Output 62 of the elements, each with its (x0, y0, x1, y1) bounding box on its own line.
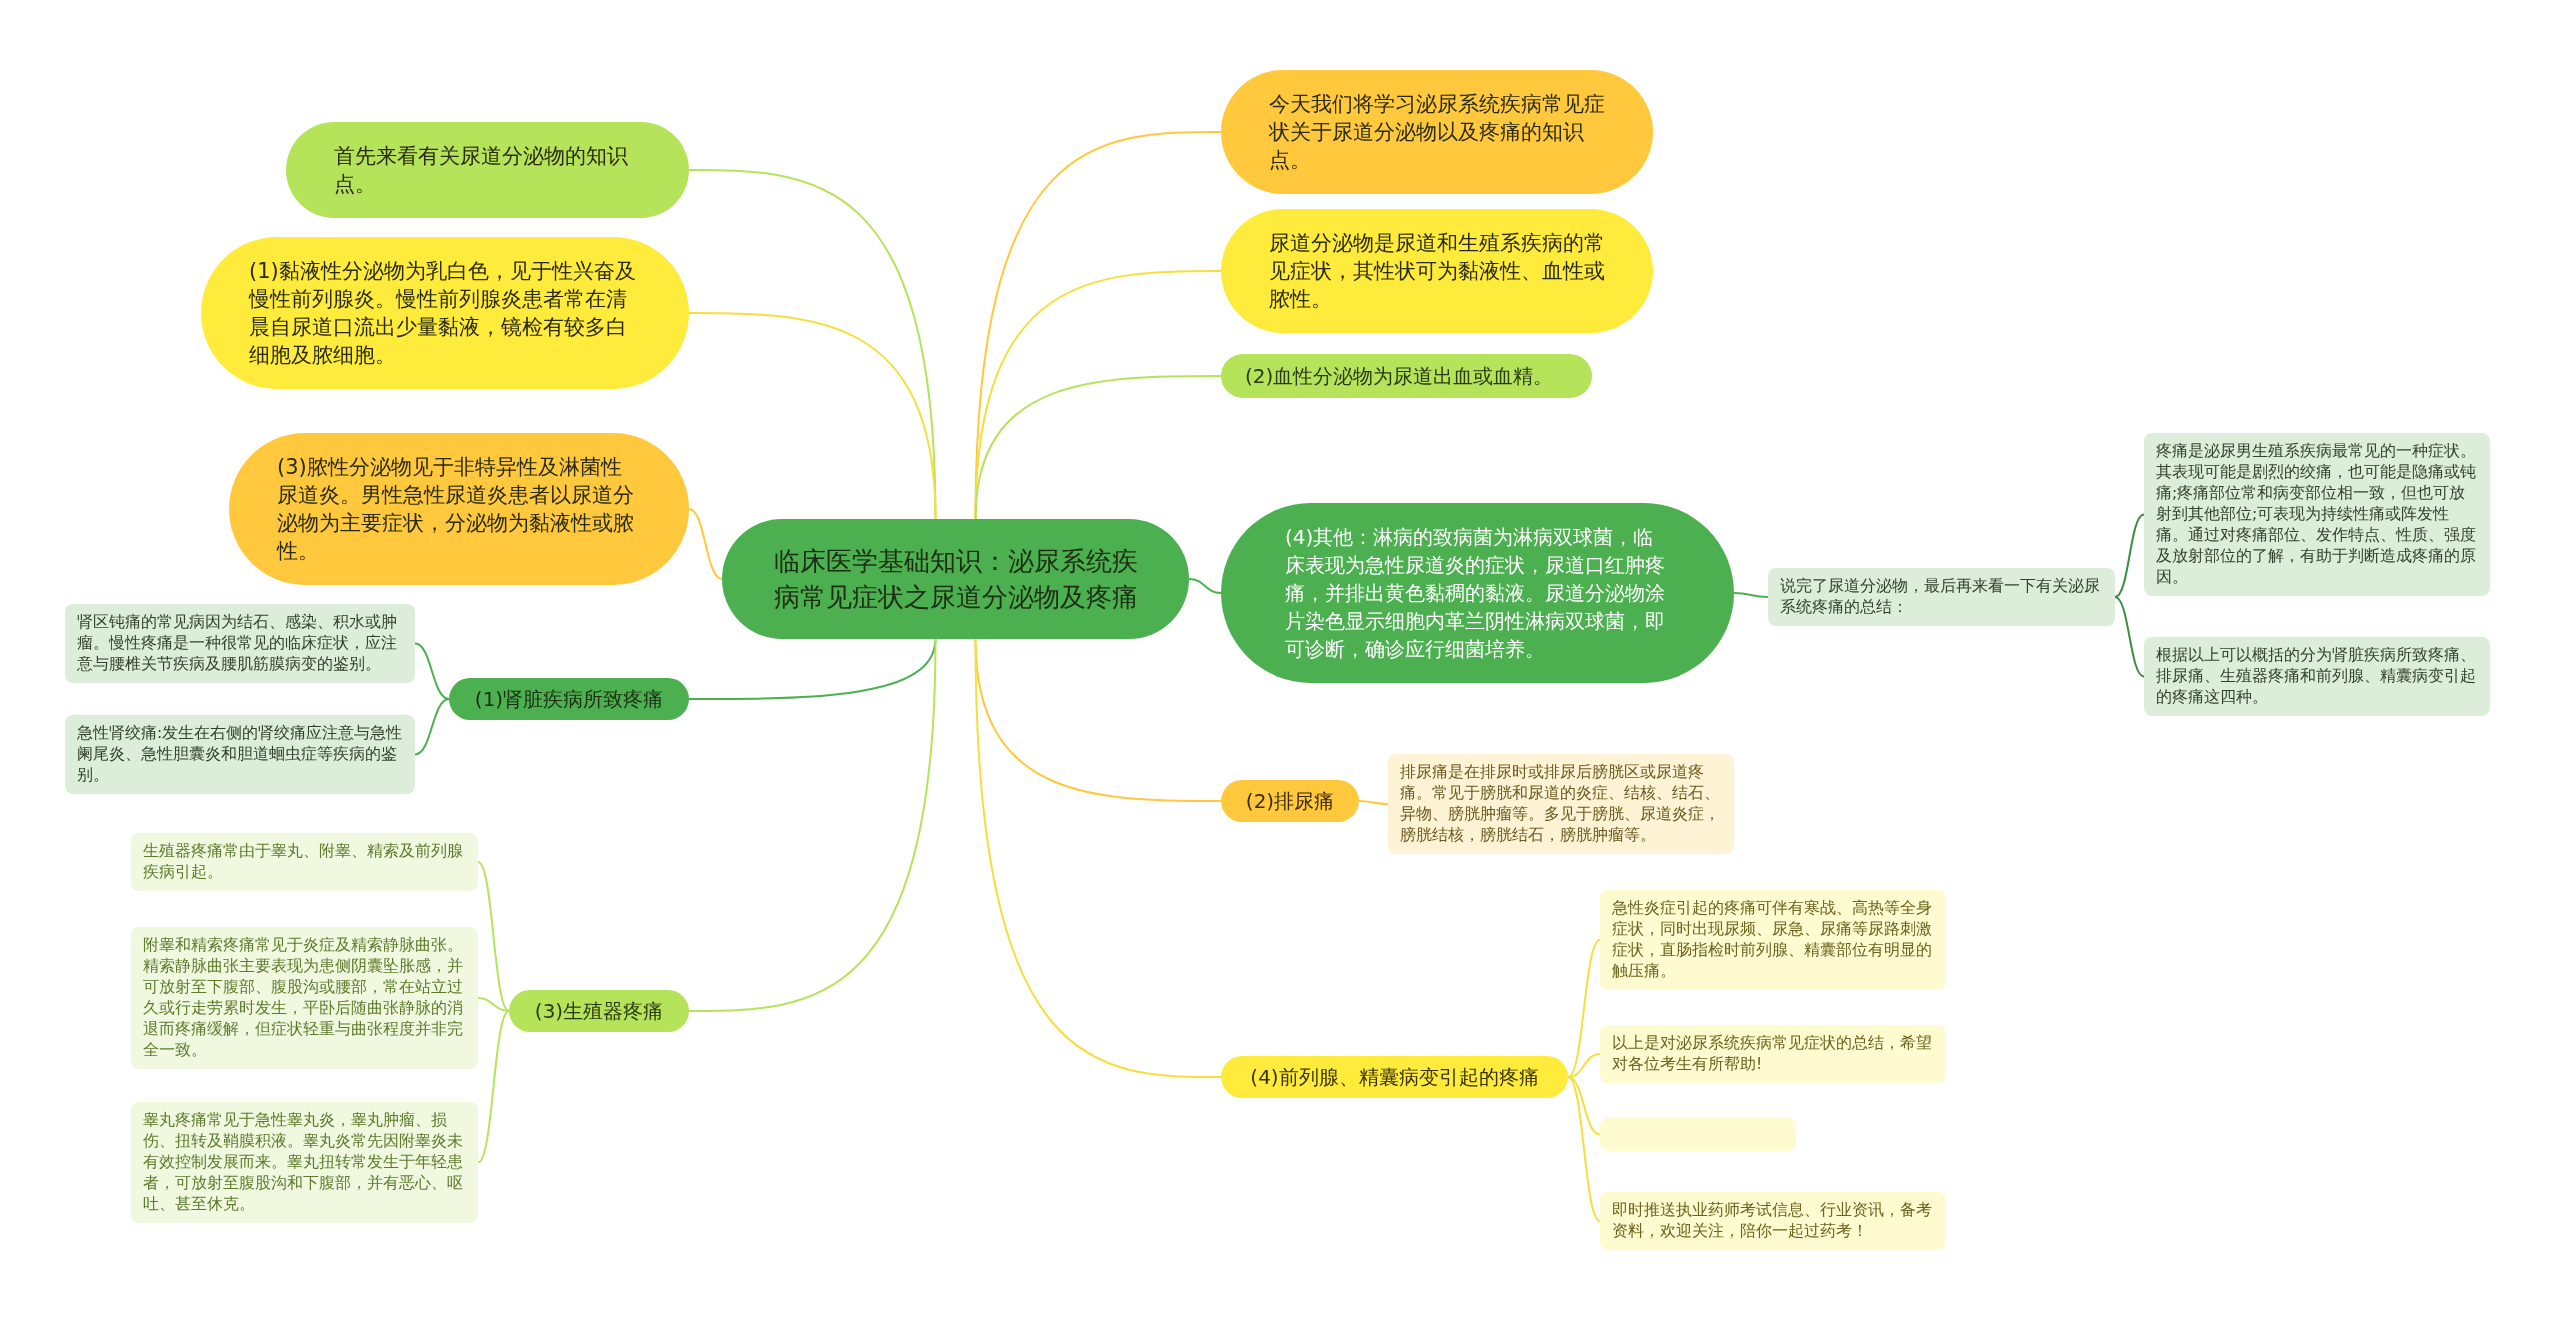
branch-connector (1567, 939, 1601, 1078)
branch-connector (688, 312, 937, 520)
topic-pill (1221, 354, 1592, 398)
branch-connector (974, 375, 1222, 520)
node-text: 生殖器疼痛常由于睾丸、附睾、精索及前列腺疾病引起。 (143, 841, 464, 883)
branch-pill (1221, 1056, 1568, 1098)
branch-connector (974, 638, 1222, 1078)
node-text: 首先来看有关尿道分泌物的知识点。 (334, 143, 629, 198)
node-text: (3)生殖器疼痛 (533, 998, 665, 1024)
node-text: (4)其他：淋病的致病菌为淋病双球菌，临床表现为急性尿道炎的症状，尿道口红肿疼痛，并排出黄色黏稠的黏液。尿道分泌物涂片染色显示细胞内革兰阴性淋病双球菌，即可诊断，确诊应行细菌培养。 (1285, 524, 1666, 663)
detail-card (1600, 1025, 1946, 1083)
branch-pill (509, 990, 689, 1032)
branch-pill (449, 678, 689, 720)
detail-card (131, 833, 478, 891)
branch-connector (414, 698, 450, 756)
detail-card (1600, 890, 1946, 990)
box-shape (1600, 1118, 1796, 1151)
detail-card (65, 715, 415, 794)
node-text: 疼痛是泌尿男生殖系疾病最常见的一种症状。其表现可能是剧烈的绞痛，也可能是隐痛或钝痛;疼痛部位常和病变部位相一致，但也可放射到其他部位;可表现为持续性痛或阵发性痛。通过对疼痛部位、发作特点、性质、强度及放射部位的了解，有助于判断造成疼痛的原因。 (2156, 441, 2477, 588)
node-text: (3)脓性分泌物见于非特异性及淋菌性尿道炎。男性急性尿道炎患者以尿道分泌物为主要症状，分泌物为黏液性或脓性。 (277, 454, 635, 565)
branch-connector (1567, 1076, 1601, 1222)
branch-connector (477, 997, 510, 1012)
branch-connector (477, 861, 510, 1012)
branch-connector (1358, 800, 1389, 805)
node-text: 根据以上可以概括的分为肾脏疾病所致疼痛、排尿痛、生殖器疼痛和前列腺、精囊病变引起的疼痛这四种。 (2156, 645, 2477, 708)
node-text: (1)黏液性分泌物为乳白色，见于性兴奋及慢性前列腺炎。慢性前列腺炎患者常在清晨自尿道口流出少量黏液，镜检有较多白细胞及脓细胞。 (249, 258, 637, 369)
branch-connector (974, 131, 1222, 520)
branch-connector (1567, 1053, 1601, 1078)
branch-connector (688, 638, 937, 1012)
detail-card (131, 1102, 478, 1223)
node-text: 急性炎症引起的疼痛可伴有寒战、高热等全身症状，同时出现尿频、尿急、尿痛等尿路刺激症状，直肠指检时前列腺、精囊部位有明显的触压痛。 (1612, 898, 1933, 982)
node-text: (1)肾脏疾病所致疼痛 (473, 686, 665, 712)
detail-card (1388, 754, 1734, 854)
node-text: 肾区钝痛的常见病因为结石、感染、积水或肿瘤。慢性疼痛是一种很常见的临床症状，应注意与腰椎关节疾病及腰肌筋膜病变的鉴别。 (77, 612, 398, 675)
branch-connector (1188, 578, 1222, 594)
branch-connector (1733, 592, 1769, 598)
branch-connector (688, 508, 723, 580)
detail-card (131, 927, 478, 1069)
summary-card (1768, 568, 2115, 626)
node-text: 睾丸疼痛常见于急性睾丸炎，睾丸肿瘤、损伤、扭转及鞘膜积液。睾丸炎常先因附睾炎未有效控制发展而来。睾丸扭转常发生于年轻患者，可放射至腹股沟和下腹部，并有恶心、呕吐、甚至休克。 (143, 1110, 464, 1215)
node-text: 说完了尿道分泌物，最后再来看一下有关泌尿系统疼痛的总结： (1780, 576, 2101, 618)
detail-card (2144, 433, 2490, 596)
branch-connector (414, 642, 450, 700)
node-text: (2)血性分泌物为尿道出血或血精。 (1245, 363, 1555, 390)
node-text: 临床医学基础知识：泌尿系统疾病常见症状之尿道分泌物及疼痛 (772, 545, 1139, 614)
node-text: 排尿痛是在排尿时或排尿后膀胱区或尿道疼痛。常见于膀胱和尿道的炎症、结核、结石、异物、膀胱肿瘤等。多见于膀胱、尿道炎症，膀胱结核，膀胱结石，膀胱肿瘤等。 (1400, 762, 1721, 846)
node-text: 急性肾绞痛:发生在右侧的肾绞痛应注意与急性阑尾炎、急性胆囊炎和胆道蛔虫症等疾病的鉴别。 (77, 723, 403, 786)
branch-connector (2114, 513, 2145, 598)
detail-card (65, 604, 415, 683)
detail-card (2144, 637, 2490, 716)
node-text: (2)排尿痛 (1245, 788, 1335, 814)
branch-pill (1221, 780, 1359, 822)
branch-connector (974, 270, 1222, 520)
branch-connector (2114, 596, 2145, 678)
node-text: 今天我们将学习泌尿系统疾病常见症状关于尿道分泌物以及疼痛的知识点。 (1269, 91, 1605, 174)
branch-connector (477, 1010, 510, 1164)
node-text: 以上是对泌尿系统疾病常见症状的总结，希望对各位考生有所帮助! (1612, 1033, 1933, 1075)
node-text: 尿道分泌物是尿道和生殖系疾病的常见症状，其性状可为黏液性、血性或脓性。 (1269, 230, 1605, 313)
detail-card (1600, 1192, 1946, 1250)
node-text: (4)前列腺、精囊病变引起的疼痛 (1249, 1064, 1540, 1090)
node-text: 即时推送执业药师考试信息、行业资讯，备考资料，欢迎关注，陪你一起过药考！ (1612, 1200, 1933, 1242)
node-text: 附睾和精索疼痛常见于炎症及精索静脉曲张。精索静脉曲张主要表现为患侧阴囊坠胀感，并可放射至下腹部、腹股沟或腰部，常在站立过久或行走劳累时发生，平卧后随曲张静脉的消退而疼痛缓解，但症状轻重与曲张程度并非完全一致。 (143, 935, 464, 1061)
